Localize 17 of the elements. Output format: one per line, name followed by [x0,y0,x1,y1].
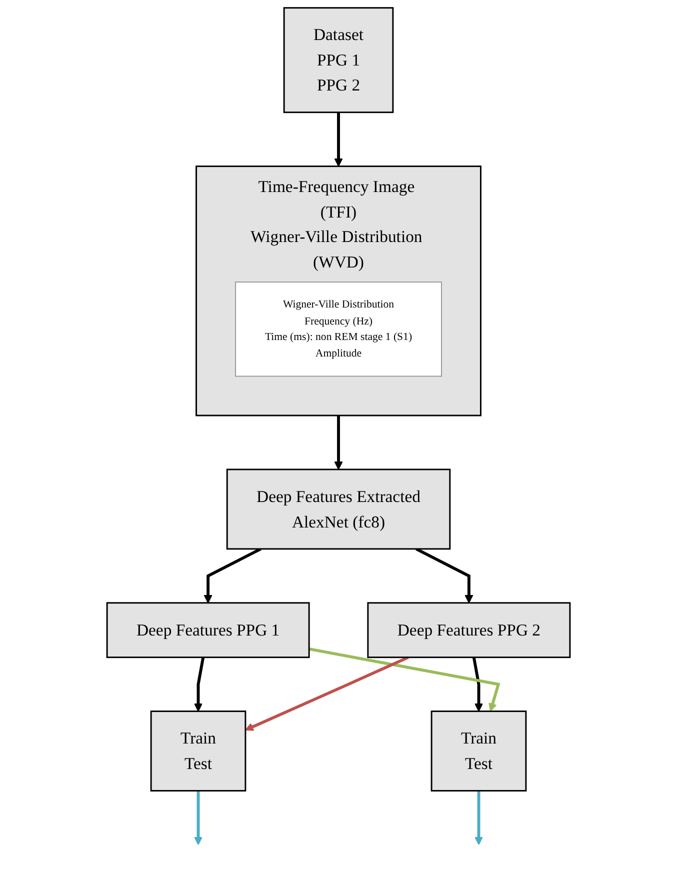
arrow [334,112,343,167]
arrow [308,648,500,712]
node-box: Deep Features PPG 1 [106,602,310,658]
arrow [194,657,205,712]
node-box: Deep Features Extracted AlexNet (fc8) [226,468,451,550]
node-box: Dataset PPG 1 PPG 2 [283,7,394,114]
arrow [474,790,484,846]
arrow [194,790,203,846]
arrow [416,548,474,604]
node-box: Train Test [430,710,527,792]
node-box: Train Test [150,710,246,792]
node-box: Deep Features PPG 2 [367,602,571,658]
node-box: Wigner-Ville Distribution Frequency (Hz) Time (ms): non REM stage 1 (S1) Amplitude [235,282,442,377]
arrow [472,657,484,712]
arrow [204,548,262,604]
arrow [245,656,409,731]
arrow [334,416,343,470]
